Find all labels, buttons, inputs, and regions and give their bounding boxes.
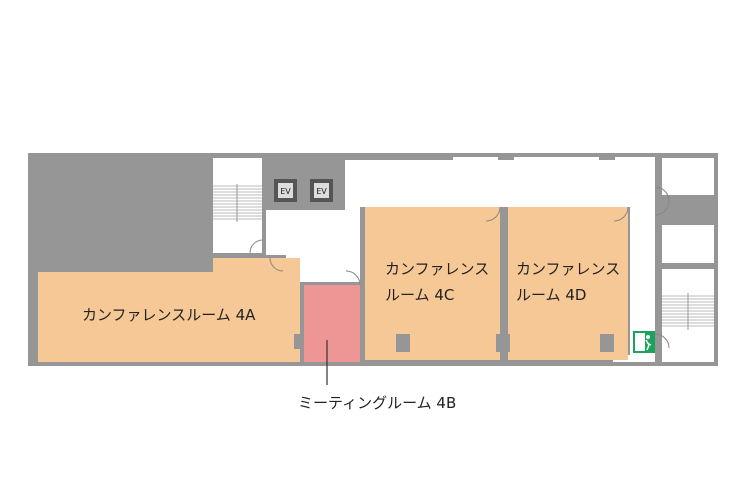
emergency-exit-icon: [633, 331, 655, 353]
room-4c[interactable]: [365, 207, 500, 360]
elevator-icon: EV: [310, 179, 333, 202]
stairs-icon: [662, 293, 714, 330]
room-4c-label-line2: ルーム 4C: [385, 286, 455, 304]
room-4d-label-line1: カンファレンス: [516, 260, 621, 278]
room-4b-label: ミーティングルーム 4B: [298, 394, 457, 412]
corridor: [345, 160, 655, 207]
elevator-label: EV: [280, 187, 291, 196]
room-4a-label: カンファレンスルーム 4A: [82, 306, 256, 324]
room-4a[interactable]: [38, 258, 300, 362]
stairs-icon: [213, 184, 262, 222]
elevator-label: EV: [316, 187, 327, 196]
room-4b[interactable]: [304, 285, 360, 362]
room-4d-label-line2: ルーム 4D: [516, 286, 587, 304]
elevator-icon: EV: [274, 179, 297, 202]
room-4c-label-line1: カンファレンス: [385, 260, 490, 278]
